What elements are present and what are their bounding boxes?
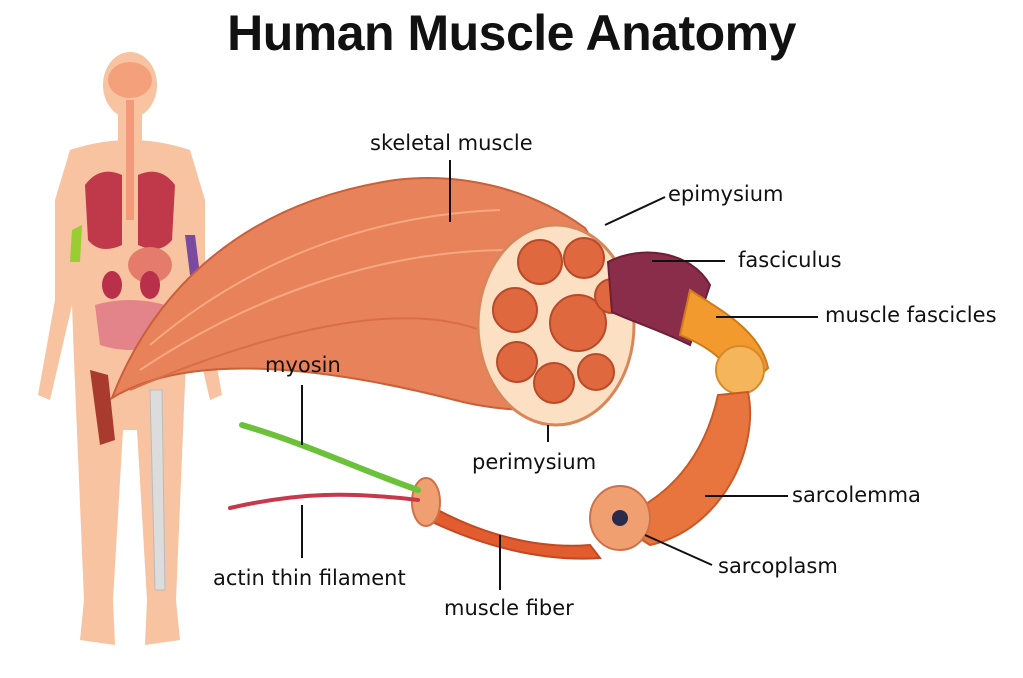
leg-bone-icon: [149, 389, 166, 591]
label-actin-thin-filament: actin thin filament: [213, 566, 406, 590]
label-muscle-fascicles: muscle fascicles: [825, 303, 997, 327]
thigh-muscle-icon: [90, 370, 115, 445]
body-silhouette: [38, 140, 222, 645]
label-myosin: myosin: [265, 353, 341, 377]
muscle-cross-section: [476, 223, 636, 427]
myofibril-strand: [417, 497, 602, 560]
brain-icon: [108, 62, 152, 98]
human-body-figure: [38, 52, 222, 645]
label-muscle-fiber: muscle fiber: [444, 596, 574, 620]
leader-sarcoplasm: [644, 534, 713, 566]
spinal-cord-icon: [126, 100, 134, 220]
arm-nerve-icon: [70, 225, 82, 262]
label-skeletal-muscle: skeletal muscle: [370, 131, 533, 155]
label-perimysium: perimysium: [472, 450, 597, 474]
muscle-striation: [139, 249, 511, 371]
left-lung-icon: [85, 171, 122, 249]
muscle-striation: [149, 209, 501, 346]
fascicle-end: [715, 345, 765, 395]
stomach-icon: [128, 247, 172, 283]
fiber-nucleus: [612, 510, 628, 526]
label-sarcoplasm: sarcoplasm: [718, 554, 838, 578]
actin-filament: [228, 492, 420, 510]
leader-epimysium: [604, 196, 666, 226]
arm-vessel-icon: [185, 235, 200, 275]
right-kidney-icon: [140, 271, 160, 299]
myofibril-end: [411, 477, 441, 527]
label-sarcolemma: sarcolemma: [792, 483, 921, 507]
muscle-striation: [129, 317, 481, 391]
label-fasciculus: fasciculus: [738, 248, 842, 272]
right-lung-icon: [138, 171, 175, 249]
left-kidney-icon: [102, 271, 122, 299]
myosin-filament: [239, 422, 421, 493]
page-title: Human Muscle Anatomy: [227, 5, 796, 61]
leader-lines: [301, 160, 818, 590]
label-epimysium: epimysium: [668, 182, 784, 206]
